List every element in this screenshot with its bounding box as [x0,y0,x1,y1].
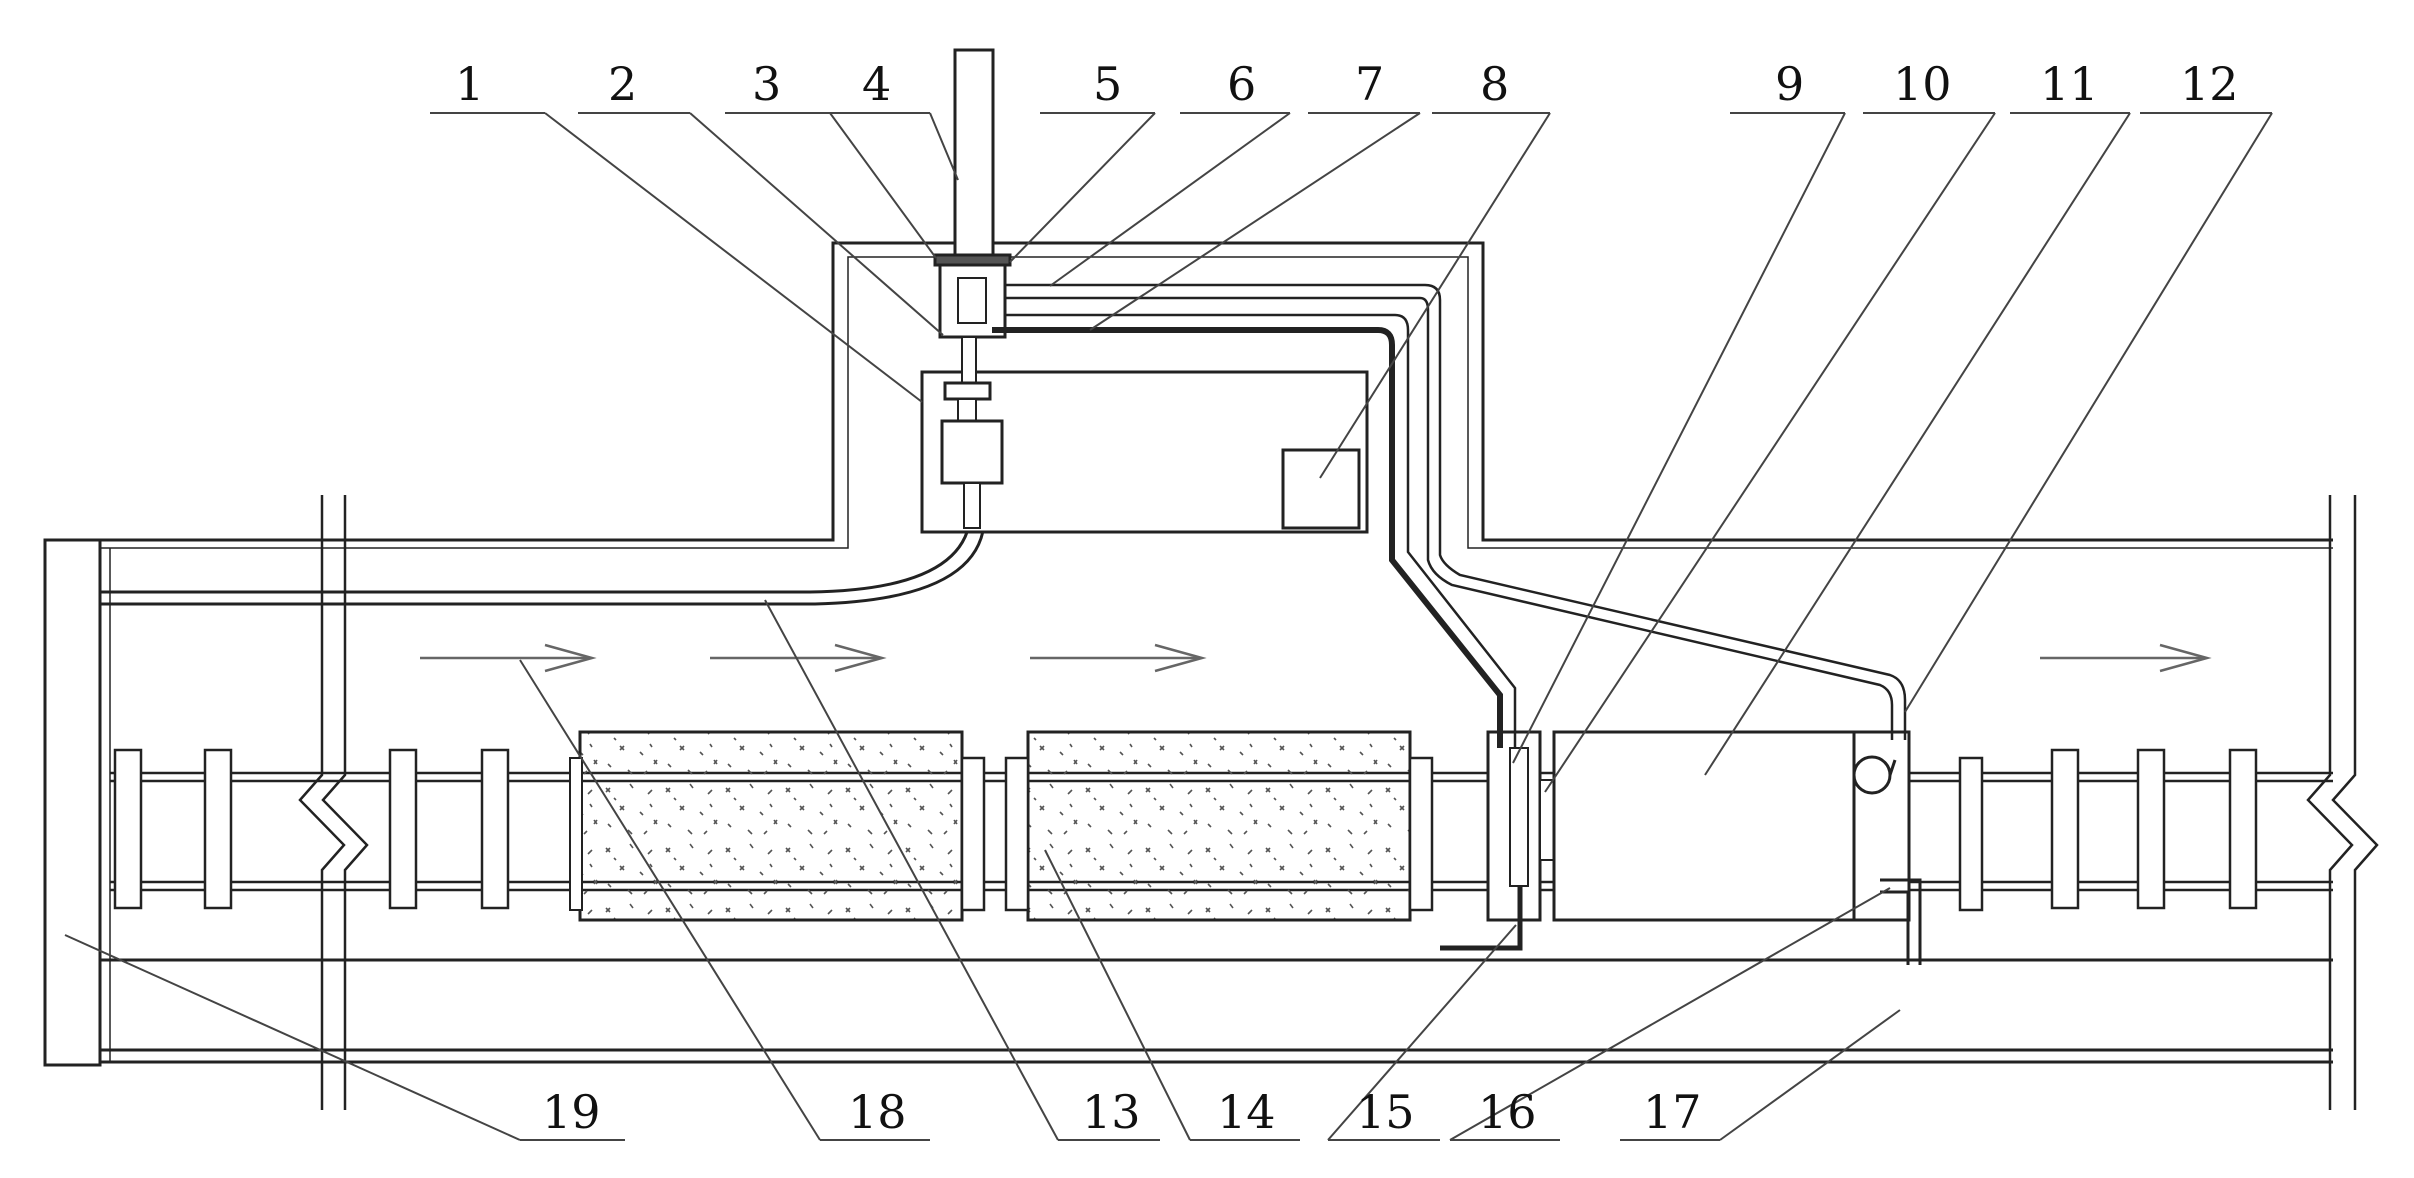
tunnel-walls [43,241,2333,1067]
callout-6: 6 [1227,57,1256,111]
callout-15: 15 [1356,1085,1415,1139]
coupling-unit-15 [1440,730,1555,951]
callout-11: 11 [2040,57,2099,111]
callout-12: 12 [2180,57,2239,111]
callout-19: 19 [542,1085,601,1139]
locomotive-11 [1552,730,1984,965]
callout-13: 13 [1082,1085,1141,1139]
callout-8: 8 [1480,57,1509,111]
callout-1: 1 [455,57,484,111]
break-lines [298,495,2379,1110]
ceiling-pipe [100,465,986,606]
airflow-arrow-3 [1030,643,1207,673]
airflow-arrow-4 [2040,643,2212,673]
callout-18: 18 [848,1085,907,1139]
callout-16: 16 [1478,1085,1537,1139]
callout-4: 4 [862,57,891,111]
duct-7 [992,313,1517,748]
carriage-14 [1004,730,1434,922]
airflow-arrow-2 [710,643,887,673]
callout-9: 9 [1775,57,1804,111]
callout-10: 10 [1893,57,1952,111]
callout-17: 17 [1643,1085,1702,1139]
callout-5: 5 [1093,57,1122,111]
air-duct-6 [1005,283,1907,740]
callout-3: 3 [752,57,781,111]
callout-7: 7 [1355,57,1384,111]
carriage-13 [569,730,986,922]
callout-2: 2 [608,57,637,111]
callout-numbers: 1 2 3 4 5 6 7 8 9 10 11 12 19 18 13 14 1… [455,57,2239,1139]
leader-lines [64,112,2273,1141]
blower-assembly [933,48,1012,529]
airflow-arrow-1 [420,643,597,673]
callout-14: 14 [1217,1085,1276,1139]
airflow-arrows [420,643,2212,673]
track-sleepers [113,748,2258,910]
